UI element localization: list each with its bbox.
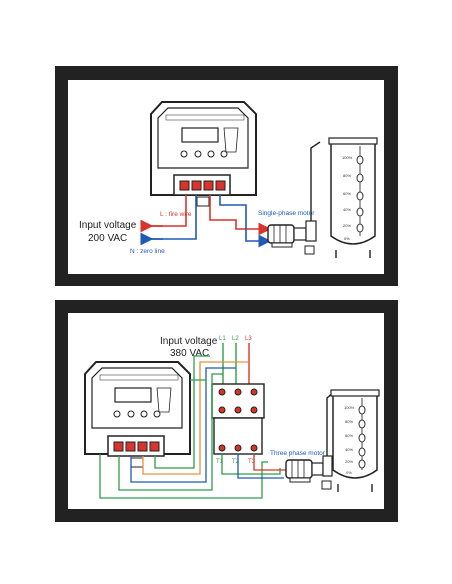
tank-level-label: 40%	[343, 207, 351, 212]
top-input-voltage-label: Input voltage	[79, 220, 137, 231]
tank-level-label: 0%	[346, 470, 352, 475]
controller-unit-bottom	[84, 361, 191, 468]
pump-motor-bottom	[285, 391, 335, 490]
pump-motor-top	[267, 141, 321, 255]
tank-levels-bottom: 100% 80% 60% 40% 20% 0%	[344, 405, 355, 475]
tank-levels-top: 100% 80% 60% 40% 20% 0%	[342, 155, 353, 241]
terminal-label-t2: T2	[232, 459, 240, 465]
tank-level-label: 60%	[345, 433, 353, 438]
tank-level-label: 100%	[344, 405, 355, 410]
contactor	[211, 383, 265, 455]
tank-level-label: 80%	[345, 419, 353, 424]
top-motor-label: Single-phase motor	[258, 210, 315, 217]
line-label-l2: L2	[232, 336, 239, 342]
line-label-l1: L1	[219, 336, 226, 342]
tank-level-label: 60%	[343, 191, 351, 196]
tank-level-label: 40%	[345, 447, 353, 452]
controller-unit-top	[150, 101, 257, 207]
water-tank-top	[328, 137, 378, 258]
terminal-label-t3: T3	[248, 459, 256, 465]
bottom-input-voltage-label: Input voltage	[160, 336, 218, 347]
tank-level-label: 100%	[342, 155, 353, 160]
wires-bottom	[99, 355, 286, 499]
top-input-voltage-value: 200 VAC	[88, 233, 127, 244]
line-labels: L1 L2 L3	[219, 336, 252, 342]
bottom-input-voltage-value: 380 VAC	[170, 348, 209, 359]
line-label-l3: L3	[245, 336, 252, 342]
water-tank-bottom	[330, 389, 380, 492]
tank-level-label: 20%	[343, 223, 351, 228]
terminal-label-t1: T1	[216, 459, 224, 465]
top-neutral-label: N : zero line	[130, 248, 165, 255]
top-live-label: L : fire wire	[160, 211, 192, 218]
tank-level-label: 20%	[345, 459, 353, 464]
tank-level-label: 0%	[344, 236, 350, 241]
bottom-motor-label: Three phase motor	[270, 450, 326, 457]
terminal-labels: T1 T2 T3	[216, 459, 256, 465]
tank-level-label: 80%	[343, 173, 351, 178]
